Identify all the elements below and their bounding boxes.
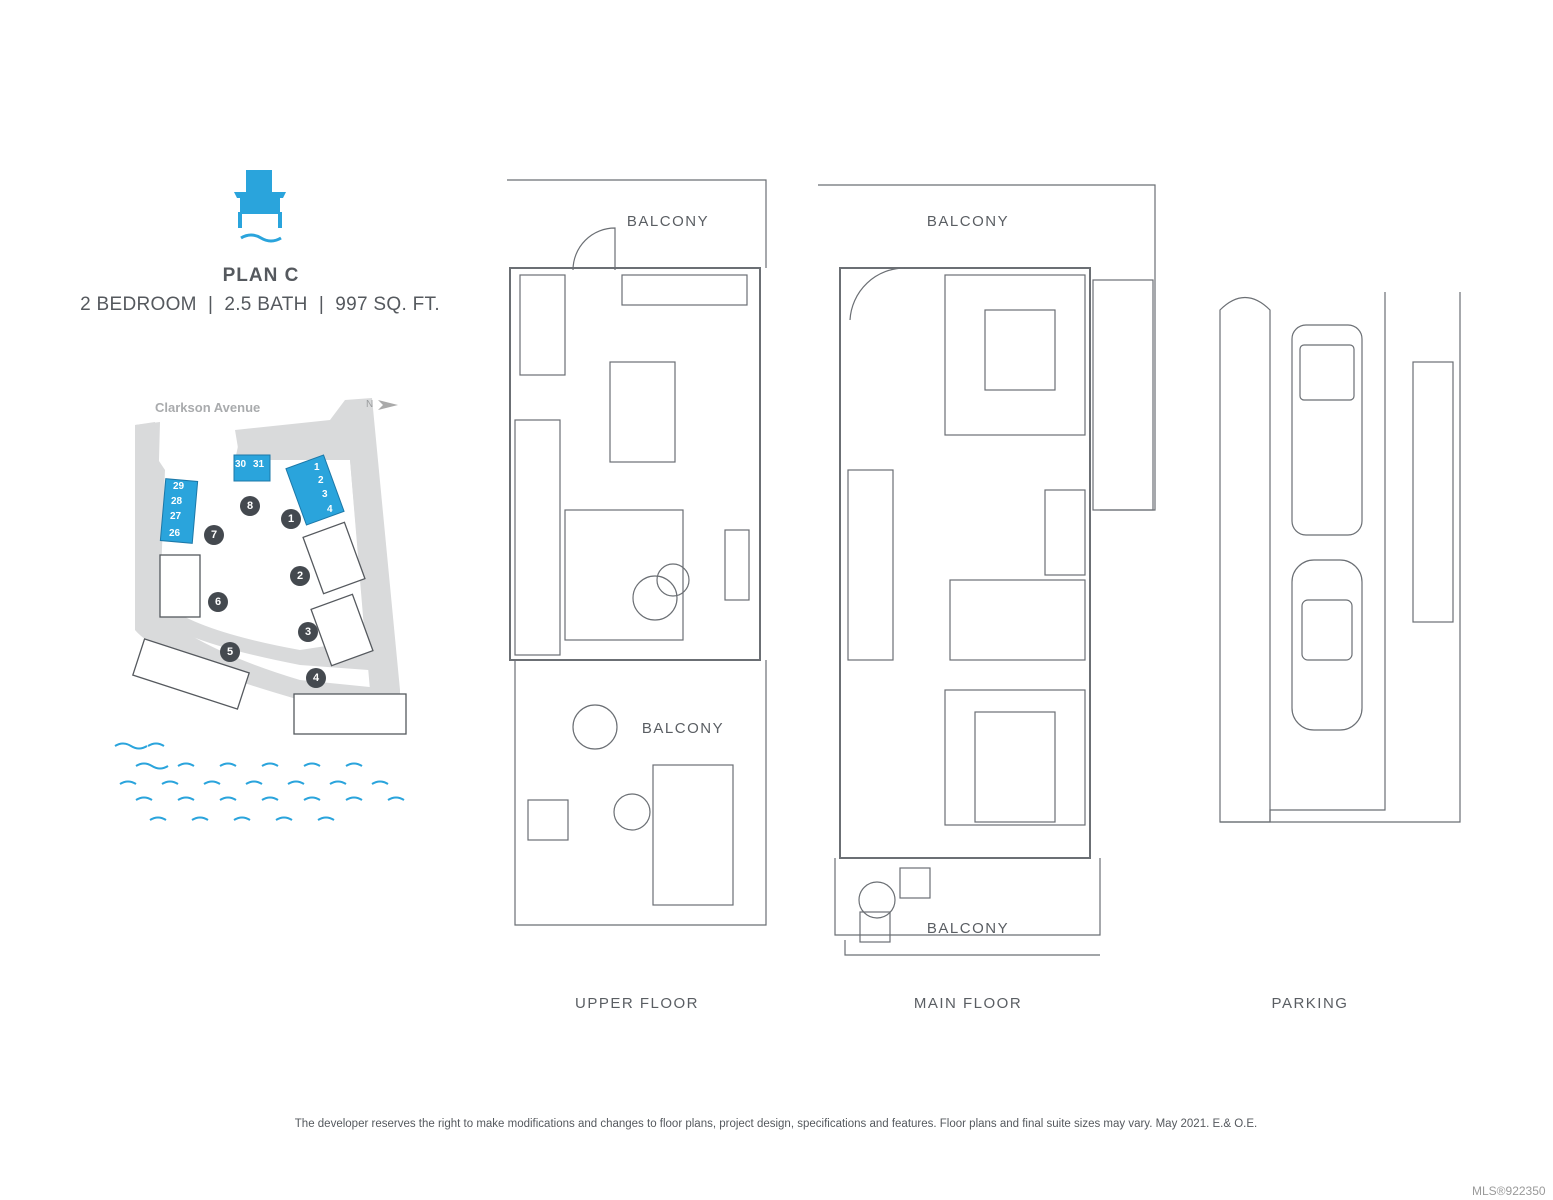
building-marker: 5 [220, 642, 240, 662]
unit-label: 27 [170, 511, 182, 522]
plan-title: PLAN C [222, 265, 300, 286]
unit-label: 2 [318, 475, 324, 486]
unit-label: 3 [322, 489, 328, 500]
disclaimer: The developer reserves the right to make… [294, 1118, 1258, 1130]
building-marker: 6 [208, 592, 228, 612]
unit-label: 26 [169, 528, 181, 539]
upper-balcony-bottom-label: BALCONY [641, 720, 725, 737]
unit-label: 29 [173, 481, 185, 492]
truck-icon [1291, 324, 1363, 536]
main-balcony-bottom-label: BALCONY [926, 920, 1010, 937]
car-icon [1291, 559, 1363, 731]
unit-label: 1 [314, 462, 320, 473]
adirondack-chair-icon [234, 170, 286, 243]
north-label: N [366, 399, 374, 410]
building-marker: 3 [298, 622, 318, 642]
building-marker: 8 [240, 496, 260, 516]
upper-floor-label: UPPER FLOOR [574, 995, 700, 1012]
unit-label: 4 [327, 504, 333, 515]
unit-label: 30 [235, 459, 247, 470]
main-floor-plan [818, 184, 1156, 956]
upper-floor-plan [507, 179, 767, 926]
building-marker: 4 [306, 668, 326, 688]
site-map [114, 398, 407, 821]
plan-specs: 2 BEDROOM | 2.5 BATH | 997 SQ. FT. [80, 294, 440, 315]
street-label: Clarkson Avenue [155, 400, 261, 415]
building-marker: 1 [281, 509, 301, 529]
water-waves [114, 742, 405, 821]
main-floor-label: MAIN FLOOR [913, 995, 1023, 1012]
parking-plan [1219, 292, 1461, 823]
upper-balcony-top-label: BALCONY [626, 213, 710, 230]
mls-number: MLS®922350 [1472, 1184, 1546, 1198]
north-arrow-icon [378, 400, 398, 410]
building-marker: 2 [290, 566, 310, 586]
main-balcony-top-label: BALCONY [926, 213, 1010, 230]
unit-label: 28 [171, 496, 183, 507]
building-marker: 7 [204, 525, 224, 545]
parking-label: PARKING [1271, 995, 1349, 1012]
unit-label: 31 [253, 459, 265, 470]
